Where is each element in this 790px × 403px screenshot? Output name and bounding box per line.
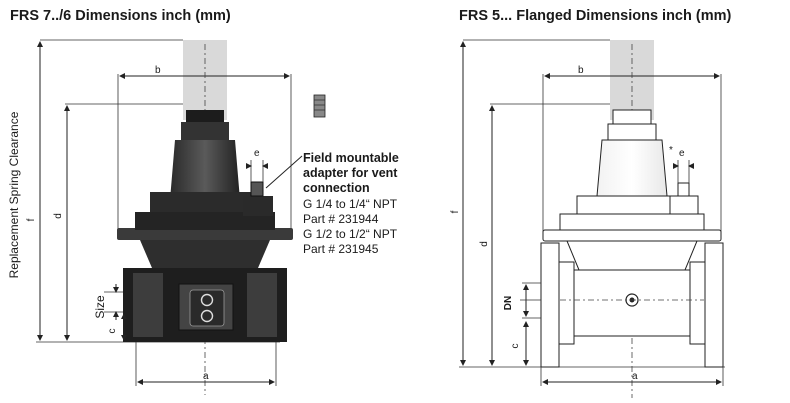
spring-clearance-column bbox=[183, 40, 227, 120]
upper-housing bbox=[170, 140, 240, 200]
c-label: c bbox=[510, 344, 521, 349]
diaphragm-flange bbox=[542, 229, 722, 242]
vent-boss bbox=[243, 196, 273, 216]
b-label: b bbox=[578, 65, 584, 76]
upper-housing bbox=[596, 139, 668, 197]
adapter-leader bbox=[265, 155, 303, 189]
plate-circle-bottom bbox=[200, 309, 214, 323]
a-label: a bbox=[203, 371, 209, 382]
right-drawing: FRS 5... Flanged Dimensions inch (mm) f … bbox=[450, 8, 731, 398]
flange-top bbox=[559, 213, 705, 231]
lower-cone bbox=[140, 240, 270, 268]
vent-connection bbox=[250, 181, 264, 197]
top-cap bbox=[612, 109, 652, 125]
size-label: Size bbox=[93, 295, 107, 319]
dn-label: DN bbox=[503, 296, 514, 310]
note-line-2: Part # 231944 bbox=[303, 212, 379, 226]
body-left-port bbox=[133, 273, 163, 337]
right-title: FRS 5... Flanged Dimensions inch (mm) bbox=[459, 8, 731, 24]
f-label: f bbox=[26, 218, 37, 221]
c-label: c bbox=[107, 329, 118, 334]
lower-cone bbox=[566, 240, 698, 271]
a-label: a bbox=[632, 371, 638, 382]
vent-boss bbox=[669, 195, 699, 215]
right-flange bbox=[704, 242, 724, 368]
left-title: FRS 7../6 Dimensions inch (mm) bbox=[10, 8, 231, 24]
body-left-hub bbox=[557, 261, 575, 345]
note-line-3: G 1/2 to 1/2“ NPT bbox=[303, 227, 398, 241]
left-flange bbox=[540, 242, 560, 368]
note-heading-2: adapter for vent bbox=[303, 166, 398, 180]
cap-base bbox=[607, 123, 657, 141]
d-label: d bbox=[53, 213, 64, 219]
body-right-port bbox=[247, 273, 277, 337]
left-drawing: FRS 7../6 Dimensions inch (mm) f Replace… bbox=[7, 8, 399, 395]
top-cap bbox=[186, 110, 224, 124]
vent-connection bbox=[677, 182, 690, 197]
plate-window bbox=[189, 289, 225, 327]
f-label: f bbox=[450, 210, 461, 213]
b-label: b bbox=[155, 65, 161, 76]
note-line-4: Part # 231945 bbox=[303, 242, 379, 256]
plate-circle-top bbox=[200, 293, 214, 307]
housing-shoulder bbox=[150, 192, 260, 214]
star-label: * bbox=[669, 145, 673, 156]
e-label: e bbox=[679, 148, 685, 159]
spring-clearance-column bbox=[610, 40, 654, 120]
note-heading-1: Field mountable bbox=[303, 151, 399, 165]
body-right-hub bbox=[689, 261, 707, 345]
note-line-1: G 1/4 to 1/4“ NPT bbox=[303, 197, 398, 211]
flange-top bbox=[135, 212, 275, 230]
e-label: e bbox=[254, 148, 260, 159]
note-heading-3: connection bbox=[303, 181, 370, 195]
d-label: d bbox=[479, 241, 490, 247]
spring-clearance-label: Replacement Spring Clearance bbox=[7, 111, 21, 278]
diaphragm-flange bbox=[117, 228, 293, 240]
cap-base bbox=[181, 122, 229, 140]
adapter-part bbox=[313, 94, 326, 118]
